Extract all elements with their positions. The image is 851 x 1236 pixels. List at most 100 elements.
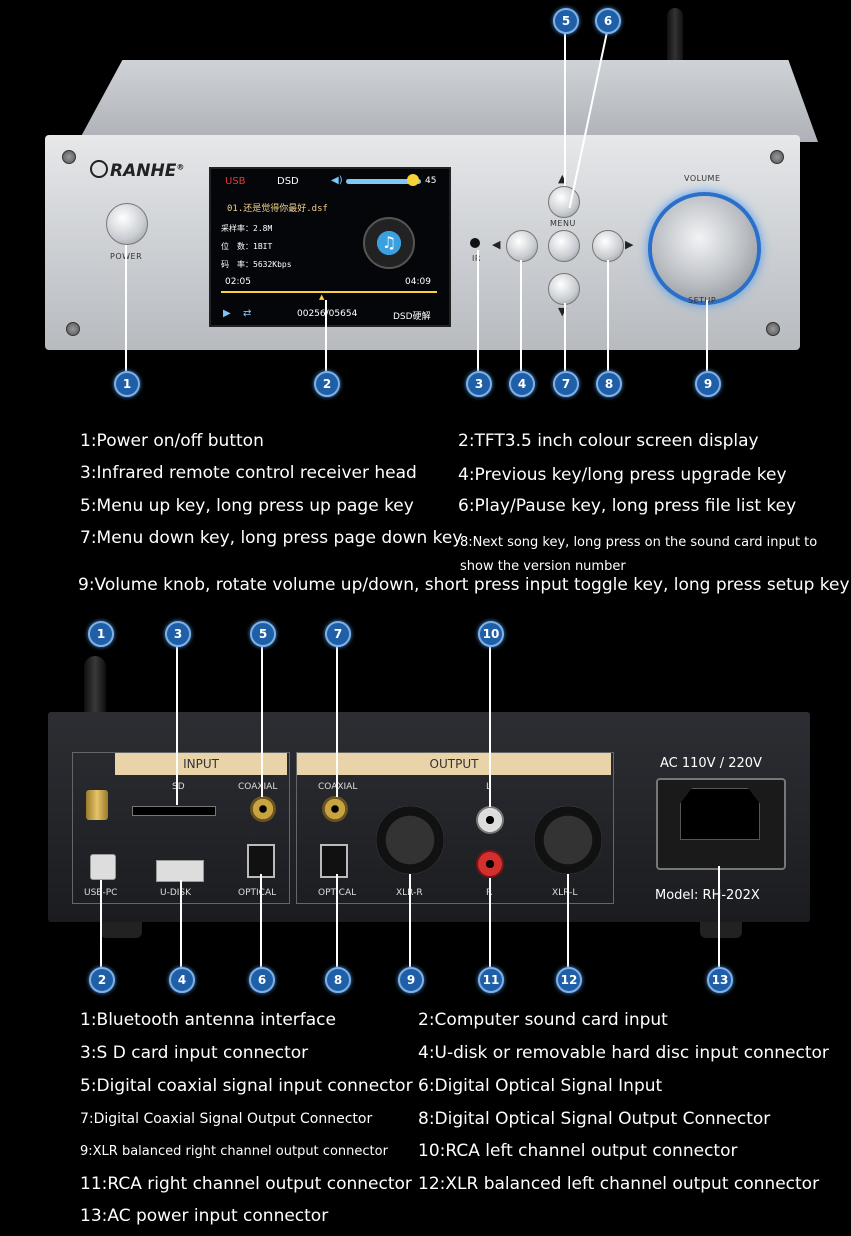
rear-desc-10: 10:RCA left channel output connector (418, 1141, 738, 1161)
usb-b-port (90, 854, 116, 880)
rear-foot (100, 922, 142, 938)
arrow-right-icon: ▶ (625, 238, 634, 251)
callout-badge-2: 2 (314, 371, 340, 397)
rear-desc-13: 13:AC power input connector (80, 1206, 329, 1226)
rear-desc-3: 3:S D card input connector (80, 1043, 309, 1063)
leader-line (706, 300, 708, 371)
xlr-l-label: XLR-L (552, 888, 578, 898)
menu-label: MENU (550, 219, 576, 228)
repeat-icon: ⇄ (243, 308, 252, 319)
leader-line (336, 645, 338, 797)
power-button[interactable] (106, 203, 148, 245)
play-icon: ▶ (223, 308, 231, 319)
coaxial-out-jack (322, 796, 348, 822)
model-label: Model: RH-202X (655, 888, 760, 903)
brand-name: RANHE (110, 161, 177, 181)
rca-r-jack (476, 850, 504, 878)
screw-icon (770, 150, 784, 164)
rear-badge-13: 13 (707, 967, 733, 993)
volume-bar (346, 179, 421, 184)
front-antenna (667, 8, 683, 68)
next-button[interactable] (592, 230, 624, 262)
rear-badge-12: 12 (556, 967, 582, 993)
menu-up-button[interactable] (548, 186, 580, 218)
screw-icon (766, 322, 780, 336)
optical-in-port (247, 844, 275, 878)
screen-volume-value: 45 (425, 176, 437, 186)
front-desc-8: 8:Next song key, long press on the sound… (460, 535, 818, 574)
rear-desc-5: 5:Digital coaxial signal input connector (80, 1076, 413, 1096)
previous-button[interactable] (506, 230, 538, 262)
xlr-r-connector (376, 806, 444, 874)
input-strip: INPUT (115, 753, 287, 775)
ir-receiver (470, 238, 480, 248)
leader-line (261, 645, 263, 797)
rear-badge-9: 9 (398, 967, 424, 993)
xlr-l-connector (534, 806, 602, 874)
leader-line (477, 250, 479, 371)
ac-socket-inner (680, 788, 760, 840)
arrow-up-icon: ▲ (558, 172, 567, 185)
screen-dsd: DSD (277, 176, 299, 187)
optical-out-port (320, 844, 348, 878)
usb-a-port (156, 860, 204, 882)
front-desc-7: 7:Menu down key, long press page down ke… (80, 528, 463, 548)
progress-marker-icon: ▲ (319, 293, 325, 301)
l-label: L (486, 782, 491, 792)
sd-label: SD (172, 782, 185, 792)
leader-line (489, 645, 491, 807)
screen-song: 01.还是觉得你最好.dsf (227, 204, 328, 214)
callout-badge-1: 1 (114, 371, 140, 397)
menu-down-button[interactable] (548, 273, 580, 305)
leader-line (409, 874, 411, 967)
callout-badge-8: 8 (596, 371, 622, 397)
sd-card-slot (132, 806, 216, 816)
setup-label: SETUP (688, 296, 717, 305)
front-desc-1: 1:Power on/off button (80, 431, 264, 451)
arrow-down-icon: ▼ (558, 305, 567, 318)
callout-badge-6: 6 (595, 8, 621, 34)
front-desc-3: 3:Infrared remote control receiver head (80, 463, 417, 483)
front-desc-4: 4:Previous key/long press upgrade key (458, 465, 787, 485)
rear-badge-6: 6 (249, 967, 275, 993)
rear-desc-12: 12:XLR balanced left channel output conn… (418, 1174, 820, 1194)
udisk-label: U-DISK (160, 888, 192, 898)
brand-logo: RANHE® (90, 160, 184, 181)
output-panel (296, 752, 614, 904)
leader-line (325, 300, 327, 371)
volume-knob[interactable] (652, 196, 757, 301)
rca-l-jack (476, 806, 504, 834)
progress-bar (221, 291, 437, 293)
screen-time-elapsed: 02:05 (225, 277, 251, 287)
rear-badge-11: 11 (478, 967, 504, 993)
rear-desc-8: 8:Digital Optical Signal Output Connecto… (418, 1109, 771, 1129)
callout-badge-4: 4 (509, 371, 535, 397)
front-top-cover (78, 60, 818, 142)
volume-label: VOLUME (684, 174, 721, 183)
volume-bar-handle (407, 174, 419, 186)
front-desc-5: 5:Menu up key, long press up page key (80, 496, 414, 516)
leader-line (336, 874, 338, 967)
ac-voltage-label: AC 110V / 220V (660, 756, 762, 771)
rear-desc-2: 2:Computer sound card input (418, 1010, 668, 1030)
output-strip: OUTPUT (297, 753, 611, 775)
brand-logo-icon (90, 160, 108, 178)
rear-desc-4: 4:U-disk or removable hard disc input co… (418, 1043, 829, 1063)
screen-usb: USB (225, 176, 246, 187)
play-pause-button[interactable] (548, 230, 580, 262)
screen-mode: DSD硬解 (393, 312, 431, 322)
leader-line (125, 245, 127, 371)
leader-line (489, 878, 491, 967)
brand-registered-mark: ® (176, 162, 185, 172)
screw-icon (66, 322, 80, 336)
callout-badge-9: 9 (695, 371, 721, 397)
rear-badge-7: 7 (325, 621, 351, 647)
leader-line (567, 874, 569, 967)
screen-bits: 位 数：1BIT (221, 242, 273, 251)
vinyl-disc-icon: ♫ (363, 217, 415, 269)
rear-foot (700, 922, 742, 938)
rear-desc-6: 6:Digital Optical Signal Input (418, 1076, 663, 1096)
coaxial-in-jack (250, 796, 276, 822)
leader-line (718, 866, 720, 967)
rear-badge-2: 2 (89, 967, 115, 993)
